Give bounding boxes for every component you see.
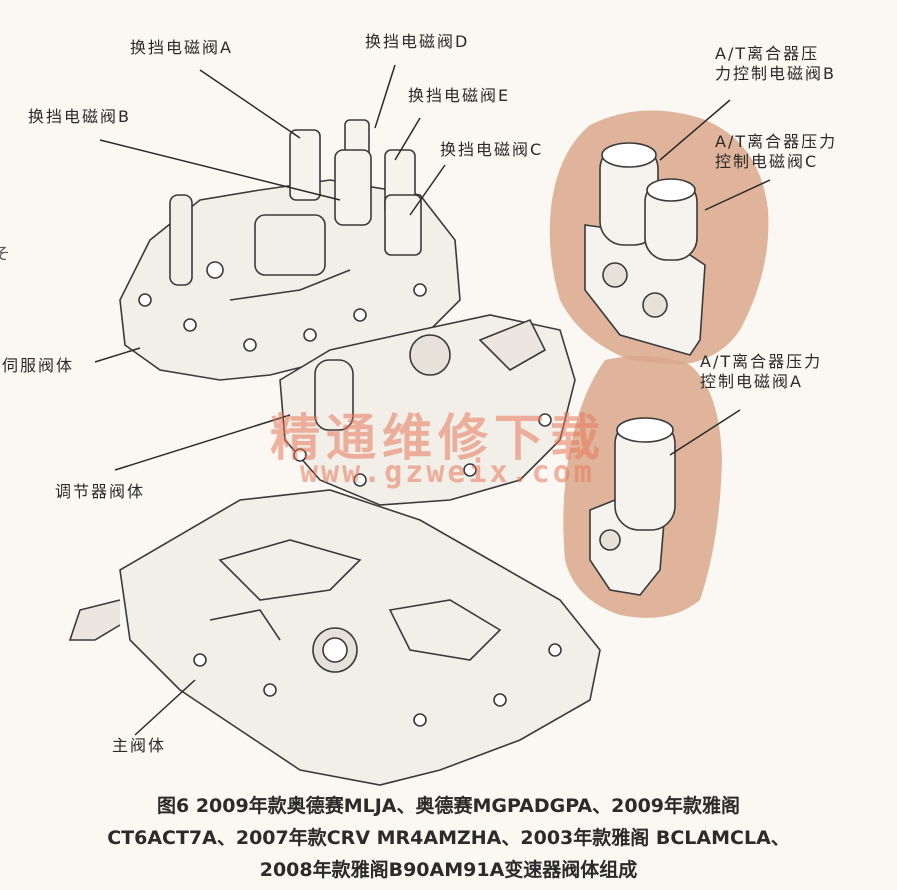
- label-clutch-solenoid-c-line1: A/T离合器压力: [715, 132, 838, 151]
- label-shift-solenoid-c: 换挡电磁阀C: [440, 140, 544, 159]
- label-servo-body: 伺服阀体: [2, 356, 75, 375]
- label-regulator-body: 调节器阀体: [55, 482, 146, 501]
- label-main-body: 主阀体: [112, 736, 167, 755]
- clutch-solenoids-bc: [584, 142, 706, 356]
- label-clutch-solenoid-a-line1: A/T离合器压力: [700, 352, 823, 371]
- leader-lines: [94, 64, 771, 736]
- watermark-url: www.gzweix.com: [300, 455, 595, 490]
- label-clutch-solenoid-c: A/T离合器压力 控制电磁阀C: [715, 132, 837, 172]
- label-clutch-solenoid-b-line2: 力控制电磁阀B: [715, 64, 836, 83]
- label-clutch-solenoid-b: A/T离合器压 力控制电磁阀B: [715, 44, 836, 84]
- label-shift-solenoid-e: 换挡电磁阀E: [408, 86, 511, 105]
- figure-caption-line3: 2008年款雅阁B90AM91A变速器阀体组成: [259, 859, 638, 881]
- main-valve-body: [68, 489, 601, 786]
- label-clutch-solenoid-c-line2: 控制电磁阀C: [715, 152, 819, 171]
- label-shift-solenoid-d: 换挡电磁阀D: [365, 32, 470, 51]
- clutch-solenoid-a: [589, 417, 676, 596]
- shift-solenoids: [289, 119, 422, 256]
- label-shift-solenoid-b: 换挡电磁阀B: [28, 107, 131, 126]
- label-clutch-solenoid-a-line2: 控制电磁阀A: [700, 372, 803, 391]
- figure-caption-line2: CT6ACT7A、2007年款CRV MR4AMZHA、2003年款雅阁 BCL…: [107, 827, 790, 849]
- edge-fragment-text: そ: [0, 244, 11, 263]
- label-shift-solenoid-a: 换挡电磁阀A: [130, 38, 233, 57]
- figure-caption-line1: 图6 2009年款奥德赛MLJA、奥德赛MGPADGPA、2009年款雅阁: [156, 795, 741, 817]
- watermark-title: 精通维修下载: [270, 408, 606, 467]
- label-clutch-solenoid-a: A/T离合器压力 控制电磁阀A: [700, 352, 822, 392]
- regulator-valve-body: [279, 314, 576, 506]
- servo-valve-body: [119, 179, 461, 381]
- label-clutch-solenoid-b-line1: A/T离合器压: [715, 44, 820, 63]
